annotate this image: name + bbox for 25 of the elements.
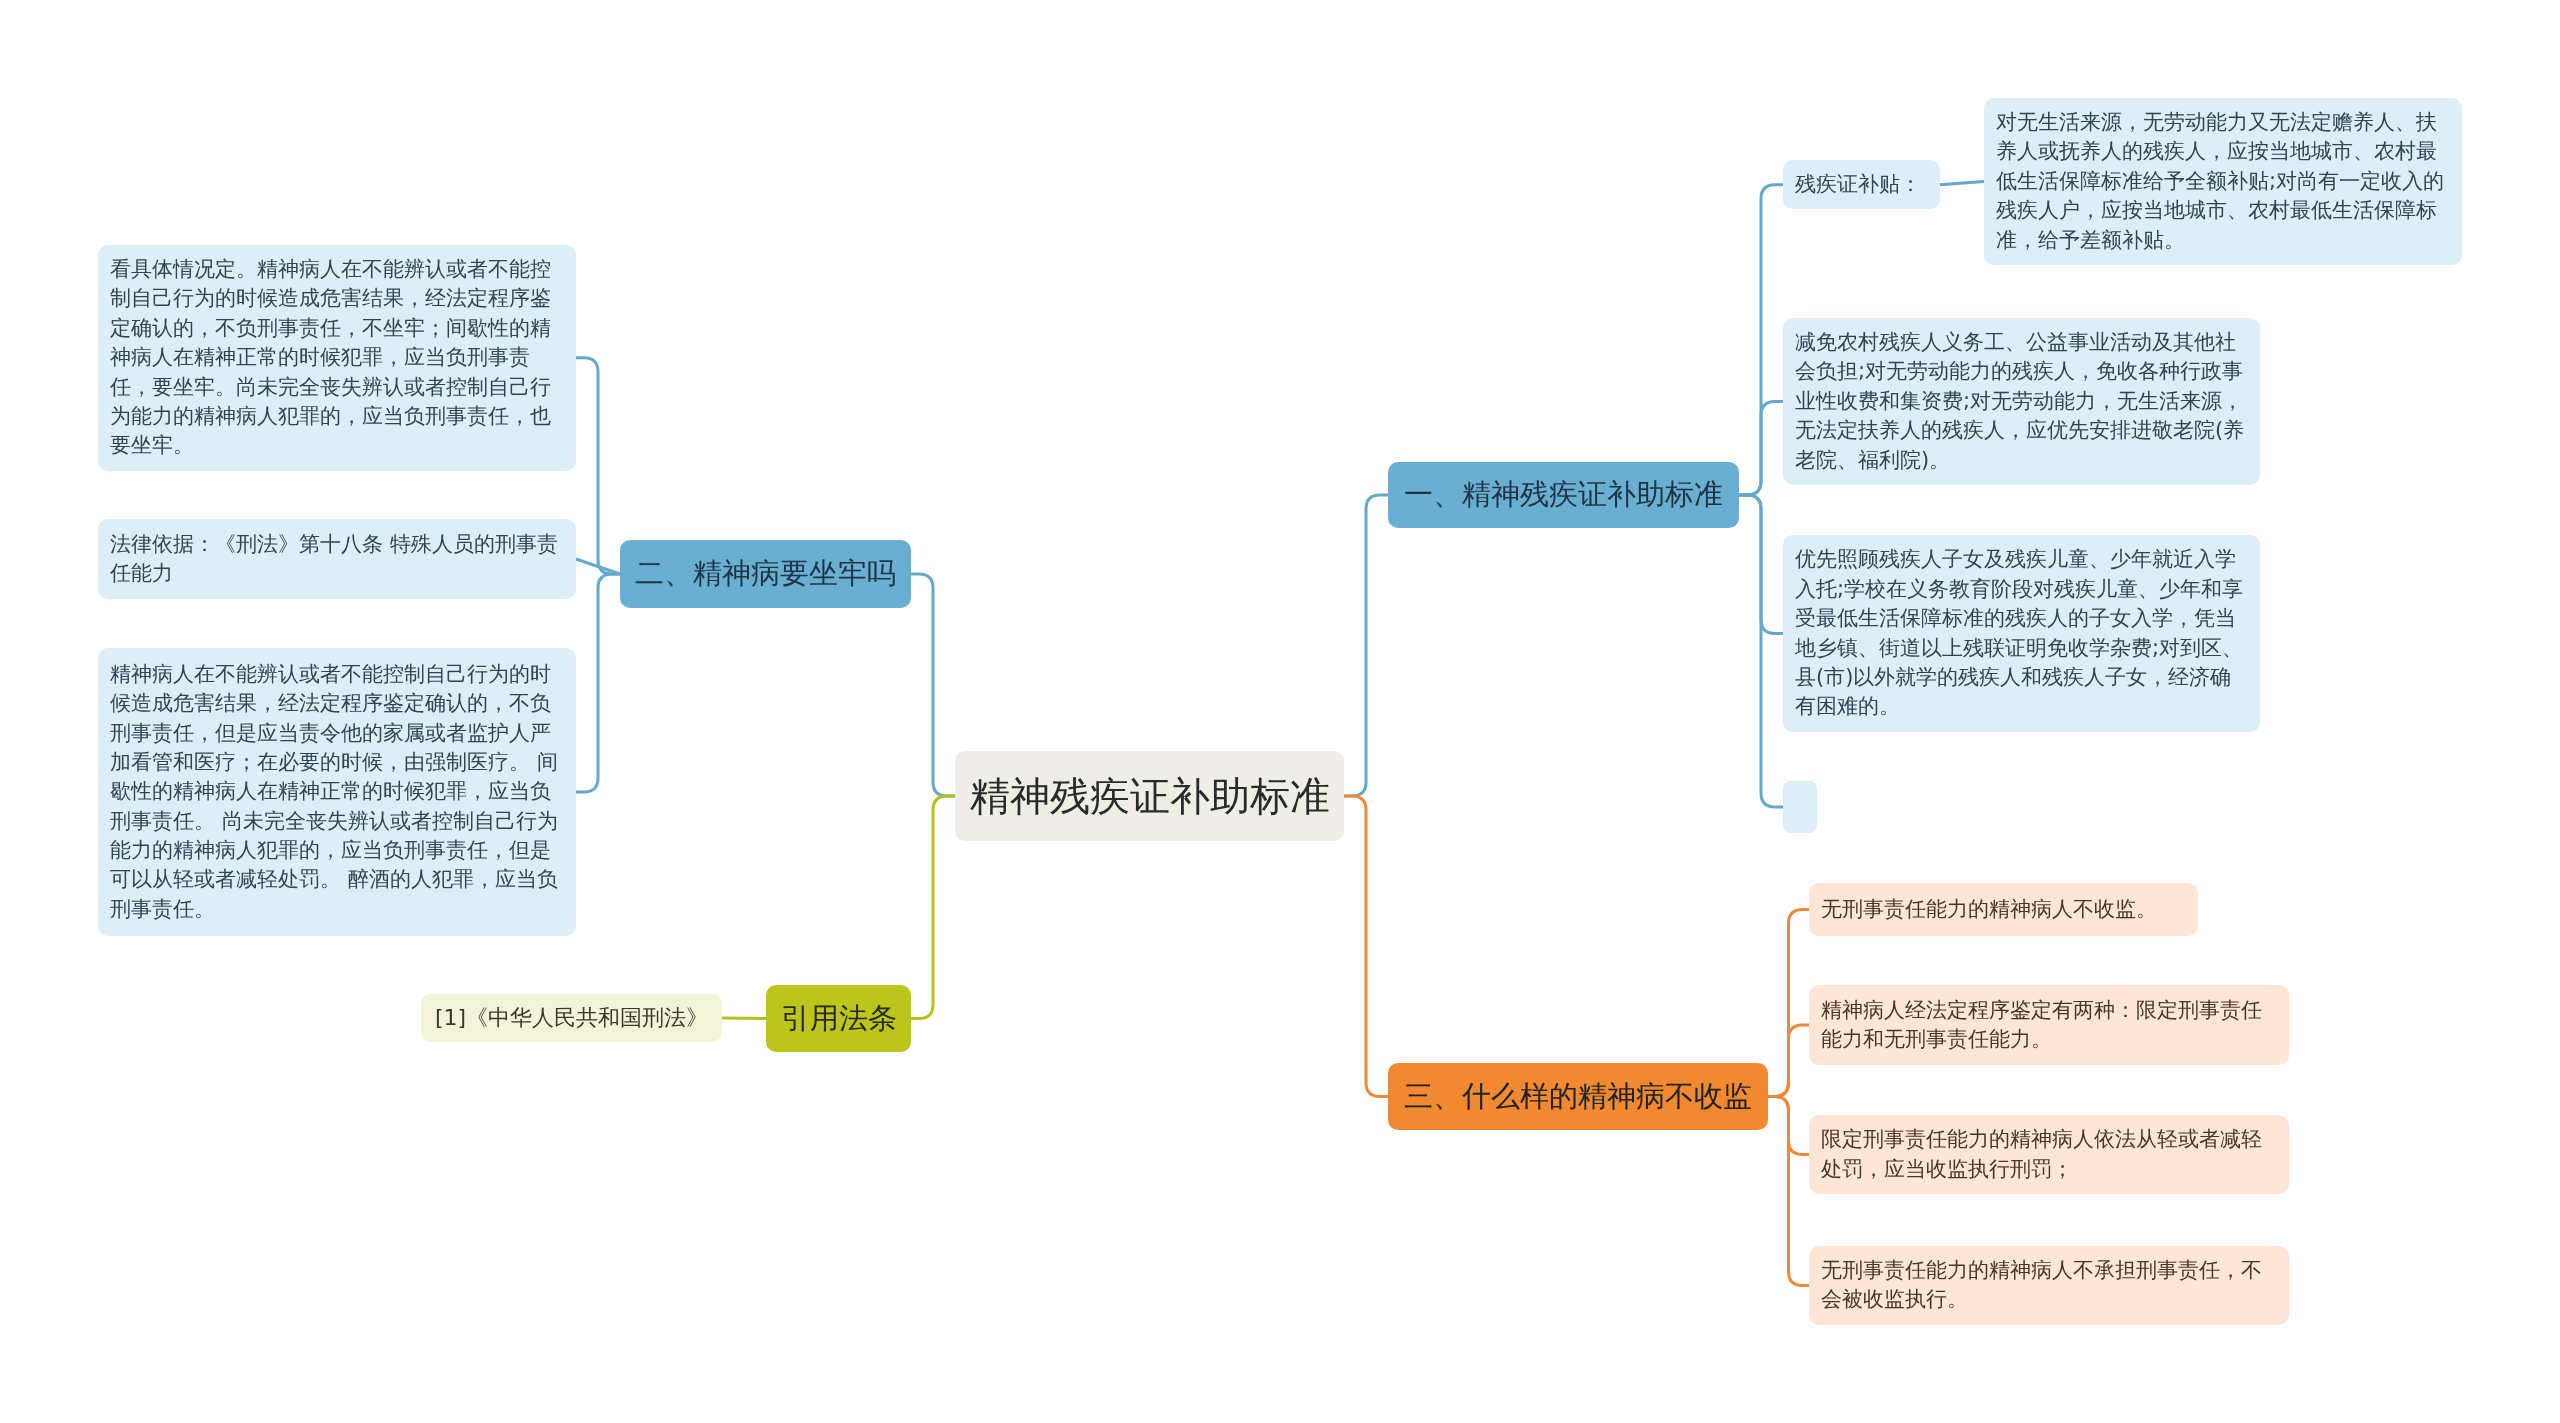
connector-line (576, 572, 620, 794)
note-box: 减免农村残疾人义务工、公益事业活动及其他社会负担;对无劳动能力的残疾人，免收各种行政事业性收费和集资费;对无劳动能力，无生活来源，无法定扶养人的残疾人，应优先安排进敬老院(养老院、福利院)。 (1783, 318, 2260, 485)
empty-box (1783, 781, 1817, 833)
connector-line (575, 557, 621, 576)
branch-topic: 引用法条 (766, 985, 911, 1052)
note-box: 看具体情况定。精神病人在不能辨认或者不能控制自己行为的时候造成危害结果，经法定程序鉴定确认的，不负刑事责任，不坐牢；间歇性的精神病人在精神正常的时候犯罪，应当负刑事责任，要坐牢。尚未完全丧失辨认或者控制自己行为能力的精神病人犯罪的，应当负刑事责任，也要坐牢。 (98, 245, 576, 471)
note-box: 无刑事责任能力的精神病人不承担刑事责任，不会被收监执行。 (1809, 1246, 2289, 1325)
note-box: 精神病人在不能辨认或者不能控制自己行为的时候造成危害结果，经法定程序鉴定确认的，不负刑事责任，但是应当责令他的家属或者监护人严加看管和医疗；在必要的时候，由强制医疗。 间歇性的精神病人在精神正常的时候犯罪，应当负刑事责任。 尚未完全丧失辨认或者控制自己行为能力的精神病人犯罪的，应当负刑事责任，但是可以从轻或者减轻处罚。 醉酒的人犯罪，应当负刑事责任。 (98, 648, 576, 936)
note-box: 法律依据：《刑法》第十八条 特殊人员的刑事责任能力 (98, 519, 576, 599)
reference-box: [1]《中华人民共和国刑法》 (421, 994, 722, 1042)
branch-topic: 三、什么样的精神病不收监 (1388, 1063, 1768, 1130)
connector-line (911, 794, 955, 1020)
subtopic-box: 残疾证补贴： (1783, 160, 1940, 210)
note-box: 优先照顾残疾人子女及残疾儿童、少年就近入学入托;学校在义务教育阶段对残疾儿童、少年和享受最低生活保障标准的残疾人的子女入学，凭当地乡镇、街道以上残联证明免收学杂费;对到区、县(市)以外就学的残疾人和残疾人子女，经济确有困难的。 (1783, 535, 2260, 732)
connector-line (1939, 180, 1985, 187)
connector-line (722, 1016, 766, 1020)
note-box: 精神病人经法定程序鉴定有两种：限定刑事责任能力和无刑事责任能力。 (1809, 985, 2289, 1065)
note-box: 限定刑事责任能力的精神病人依法从轻或者减轻处罚，应当收监执行刑罚； (1809, 1115, 2289, 1194)
connector-line (1344, 794, 1388, 1098)
connector-line (1768, 1095, 1809, 1287)
branch-topic: 一、精神残疾证补助标准 (1388, 462, 1739, 528)
branch-topic: 二、精神病要坐牢吗 (620, 540, 911, 608)
note-box: 无刑事责任能力的精神病人不收监。 (1809, 883, 2198, 936)
central-topic: 精神残疾证补助标准 (955, 751, 1344, 841)
note-box: 对无生活来源，无劳动能力又无法定赡养人、扶养人或抚养人的残疾人，应按当地城市、农村最低生活保障标准给予全额补贴;对尚有一定收入的残疾人户，应按当地城市、农村最低生活保障标准，给予差额补贴。 (1984, 98, 2462, 265)
